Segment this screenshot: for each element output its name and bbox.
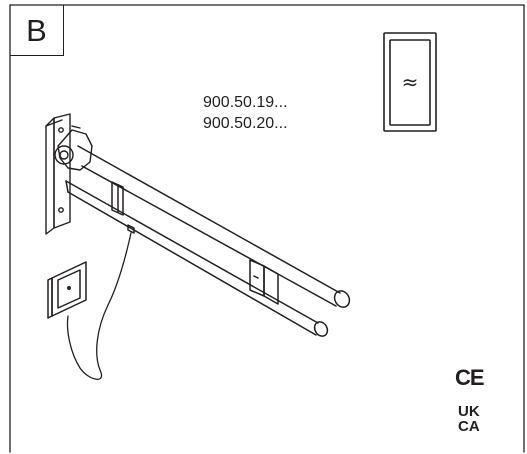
product-code: 900.50.19... (203, 94, 288, 111)
ukca-mark-line: UK (458, 403, 480, 420)
sensor-wave-symbol: ≈ (402, 70, 419, 94)
section-label: B (26, 12, 47, 48)
product-codes: 900.50.19... 900.50.20... (203, 92, 288, 134)
sensor-panel-icon (383, 32, 437, 132)
page-frame (9, 4, 525, 453)
ce-mark: CE (455, 365, 485, 390)
ukca-mark-line: CA (458, 418, 480, 435)
grab-bar-icon (65, 145, 351, 337)
remote-switch-icon (47, 261, 87, 319)
wall-plate-icon (45, 113, 93, 235)
section-label-box: B (10, 5, 64, 56)
ukca-mark: UK CA (458, 404, 480, 434)
product-code: 900.50.20... (203, 115, 288, 132)
cable-icon (66, 232, 132, 380)
